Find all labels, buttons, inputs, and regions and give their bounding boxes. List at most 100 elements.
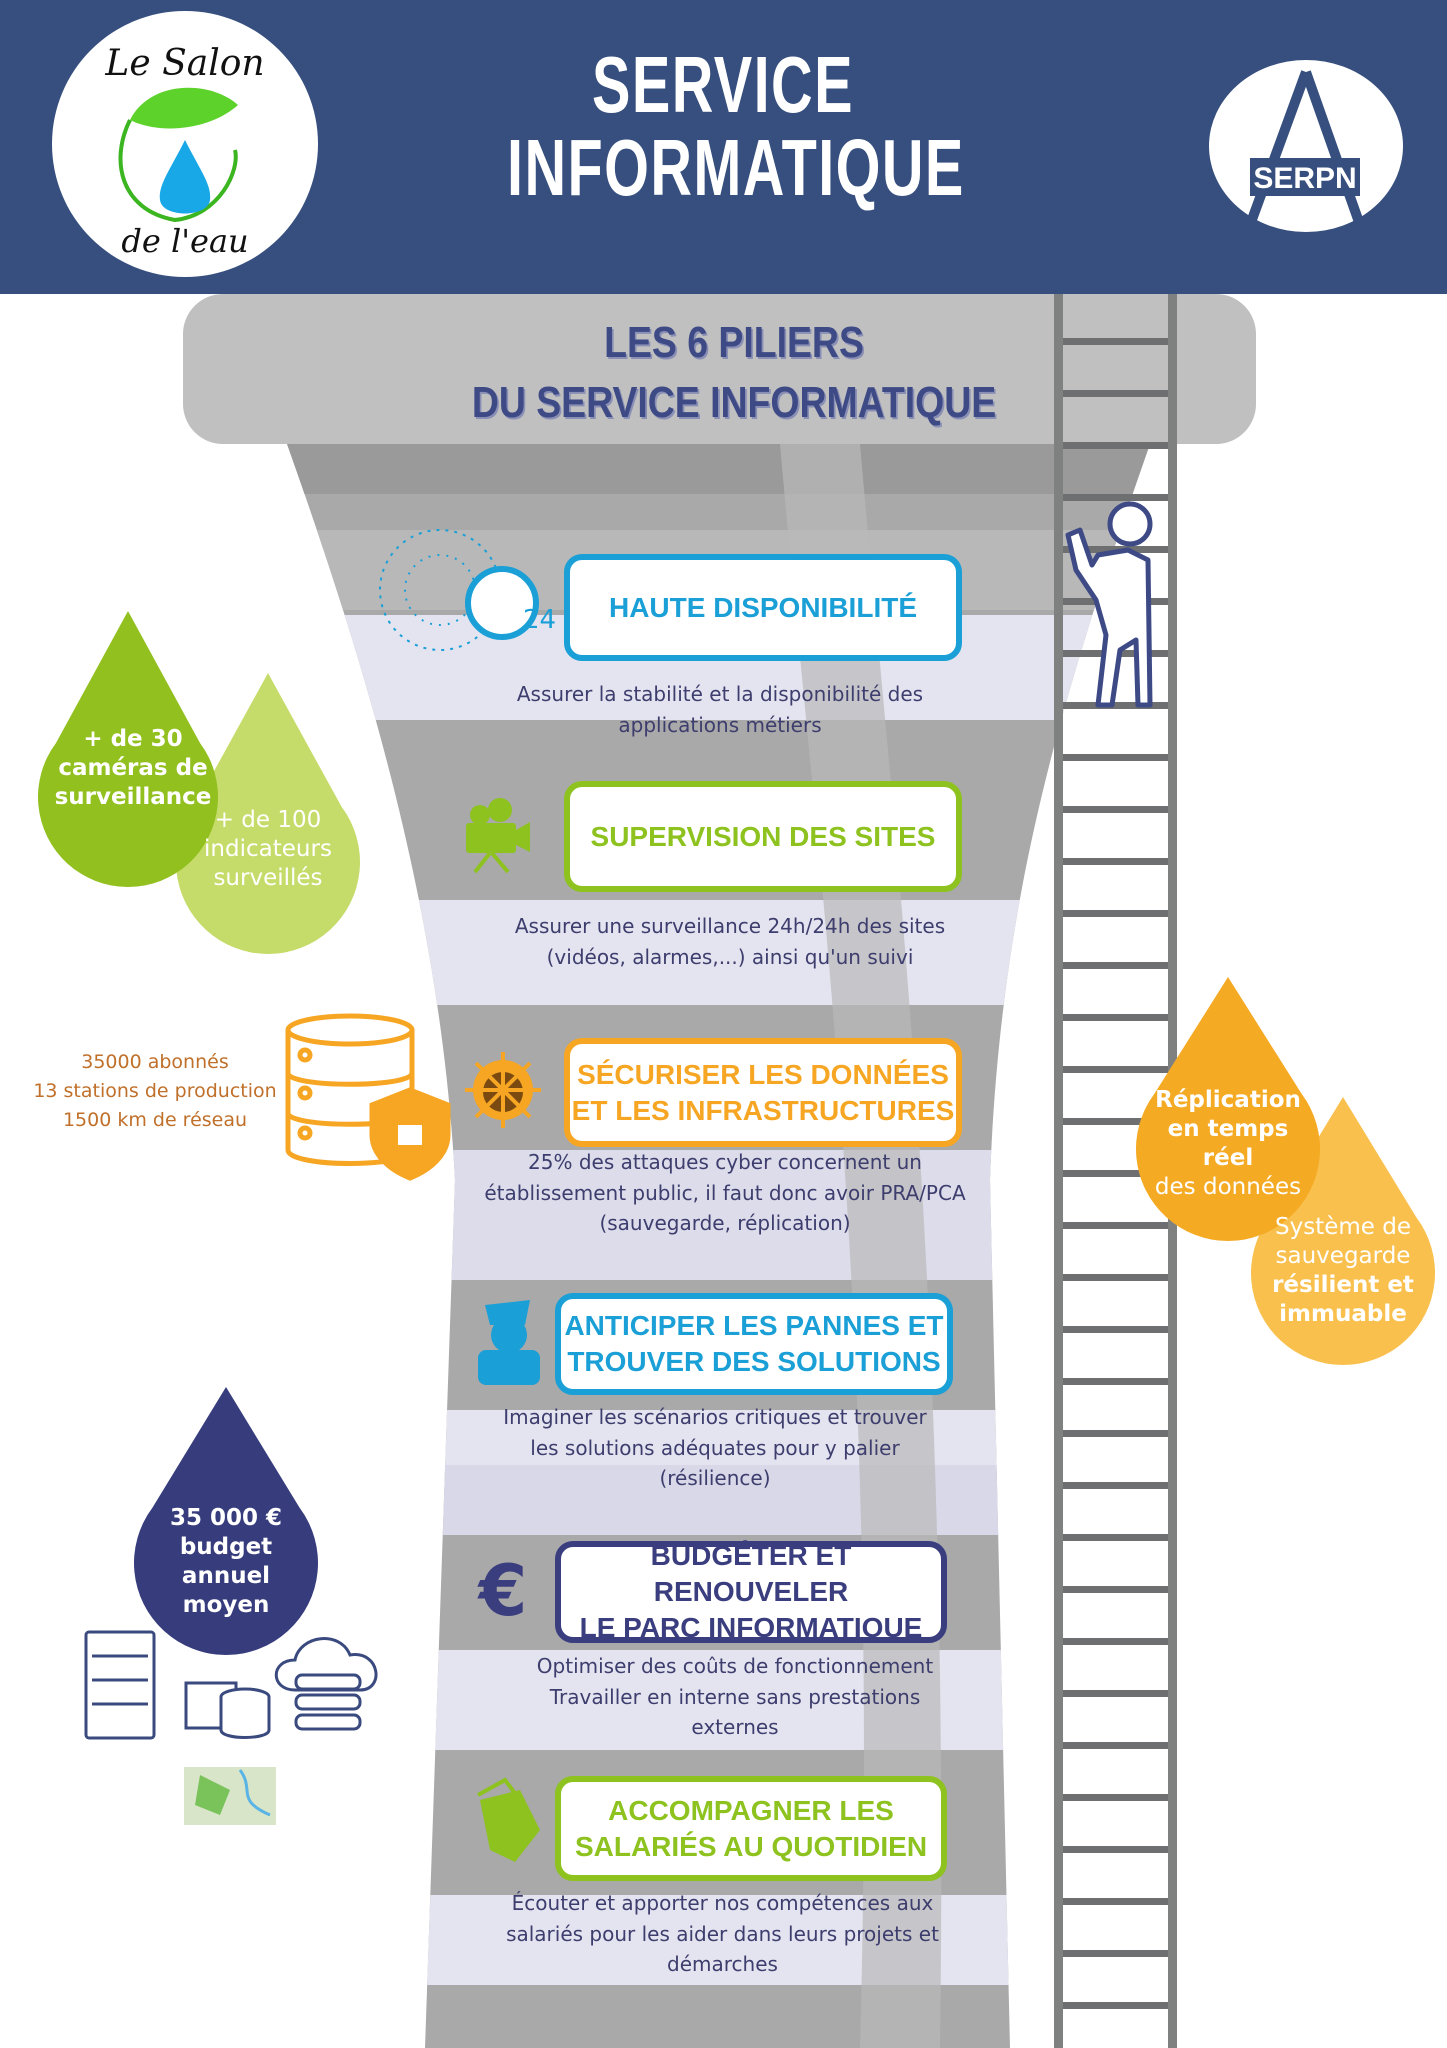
pillar-desc: Assurer la stabilité et la disponibilité… [460,679,980,740]
ladder-rung [1063,858,1168,865]
drop-line: 35 000 € [169,1505,283,1531]
subtitle-line2: DU SERVICE INFORMATIQUE [471,378,997,427]
desc-line: 25% des attaques cyber concernent un [528,1150,922,1174]
key-figures: 35000 abonnés 13 stations de production … [10,1048,300,1135]
ladder-rung [1063,754,1168,761]
drop-line: sauvegarde [1275,1243,1411,1269]
desc-line: (résilience) [659,1466,771,1490]
drop-indicators-text: + de 100 indicateurs surveillés [188,806,348,893]
svg-text:24: 24 [523,605,556,635]
drop-line: annuel [181,1563,271,1589]
serpn-logo: SERPN [1209,60,1403,232]
drop-budget [133,1387,319,1656]
ladder-rung [1063,1274,1168,1281]
logo-text-bottom: de l'eau [121,222,248,260]
pillar-desc: Assurer une surveillance 24h/24h des sit… [450,911,1010,972]
ladder-rung [1063,1794,1168,1801]
desc-line: Imaginer les scénarios critiques et trou… [503,1405,927,1429]
tank-top [183,294,1256,444]
desc-line: Écouter et apporter nos compétences aux [511,1891,934,1915]
pillar-haute-disponibilite: HAUTE DISPONIBILITÉ [564,554,962,661]
map-icon [184,1767,276,1825]
ladder-rung [1063,1014,1168,1021]
ladder-rung [1063,910,1168,917]
ladder-rung [1063,338,1168,345]
drop-line: surveillés [213,865,323,891]
pillar-title: SÉCURISER LES DONNÉES [577,1058,949,1090]
ladder-rung [1063,1534,1168,1541]
database-icon [184,1681,271,1739]
drop-replication-text: Réplication en temps réel des données [1143,1086,1313,1202]
drop-line: immuable [1279,1301,1407,1327]
ladder-rung [1063,1690,1168,1697]
euro-icon: € [477,1550,528,1632]
virus-icon [465,1052,541,1128]
pillar-title: LE PARC INFORMATIQUE [579,1612,923,1643]
drop-line: réel [1202,1145,1254,1171]
desc-line: démarches [667,1952,778,1976]
drop-line: + de 100 [214,807,322,833]
drop-cameras [37,611,218,888]
ladder-rung [1063,1326,1168,1333]
drop-indicators [176,673,360,955]
desc-line: applications métiers [618,712,822,737]
drop-line: moyen [182,1592,270,1618]
pillar-title: TROUVER DES SOLUTIONS [567,1346,941,1377]
ladder-rung [1063,1638,1168,1645]
network-24h-icon: 24 [379,529,556,651]
pillar-title: SUPERVISION DES SITES [590,820,936,852]
desc-line: (vidéos, alarmes,...) ainsi qu'un suivi [546,944,914,969]
page-title-line2: INFORMATIQUE [507,123,965,212]
drop-line: indicateurs [204,836,332,862]
ladder-rung [1063,1846,1168,1853]
drop-line: des données [1154,1174,1302,1200]
ladder-rung [1063,1222,1168,1229]
ladder-rung [1063,1118,1168,1125]
drop-line: + de 30 [83,726,183,752]
pillar-desc: 25% des attaques cyber concernent un éta… [440,1147,1010,1239]
desc-line: Assurer une surveillance 24h/24h des sit… [514,914,946,938]
ladder-rung [1063,962,1168,969]
ladder-rung [1063,1430,1168,1437]
drop-line: budget [179,1534,273,1560]
technician-icon [478,1300,540,1385]
ladder-rung [1063,1950,1168,1957]
pillar-title: SALARIÉS AU QUOTIDIEN [574,1830,928,1862]
desc-line: salariés pour les aider dans leurs proje… [506,1921,939,1946]
pillar-supervision: SUPERVISION DES SITES [564,781,962,892]
desc-line: Assurer la stabilité et la disponibilité… [516,682,924,706]
ladder-rung [1063,1586,1168,1593]
drop-backup [1251,1097,1435,1366]
subtitle-line1: LES 6 PILIERS [604,318,864,367]
video-camera-icon [466,798,530,874]
server-rack-icon [84,1630,156,1740]
ladder-rung [1063,1742,1168,1749]
drop-backup-text: Système de sauvegarde résilient et immua… [1253,1213,1433,1329]
page-title-line1: SERVICE [592,40,854,129]
pillar-title: ANTICIPER LES PANNES ET [564,1310,944,1341]
pillar-title: HAUTE DISPONIBILITÉ [608,591,917,623]
drop-replication [1136,977,1320,1242]
drop-line: Réplication [1155,1087,1301,1113]
climber-figure-icon [1065,501,1153,708]
ladder-rung [1063,1170,1168,1177]
drop-line: en temps [1167,1116,1289,1142]
stat-line: 13 stations de production [33,1080,277,1102]
ladder-rung [1063,1482,1168,1489]
pillar-securiser: SÉCURISER LES DONNÉES ET LES INFRASTRUCTU… [564,1038,962,1147]
serpn-logo-text: SERPN [1253,162,1356,195]
ladder-rung [1063,806,1168,813]
stat-line: 35000 abonnés [81,1051,229,1073]
pillar-desc: Imaginer les scénarios critiques et trou… [440,1402,990,1494]
ladder-rung [1063,2002,1168,2009]
pillar-desc: Écouter et apporter nos compétences aux … [450,1888,995,1980]
pillar-desc: Optimiser des coûts de fonctionnement Tr… [460,1651,1010,1743]
drop-line: Système de [1275,1214,1411,1240]
ladder-rung [1063,442,1168,449]
pillar-title: ET LES INFRASTRUCTURES [571,1094,955,1126]
ladder-rung [1063,702,1168,709]
desc-line: (sauvegarde, réplication) [599,1211,851,1235]
